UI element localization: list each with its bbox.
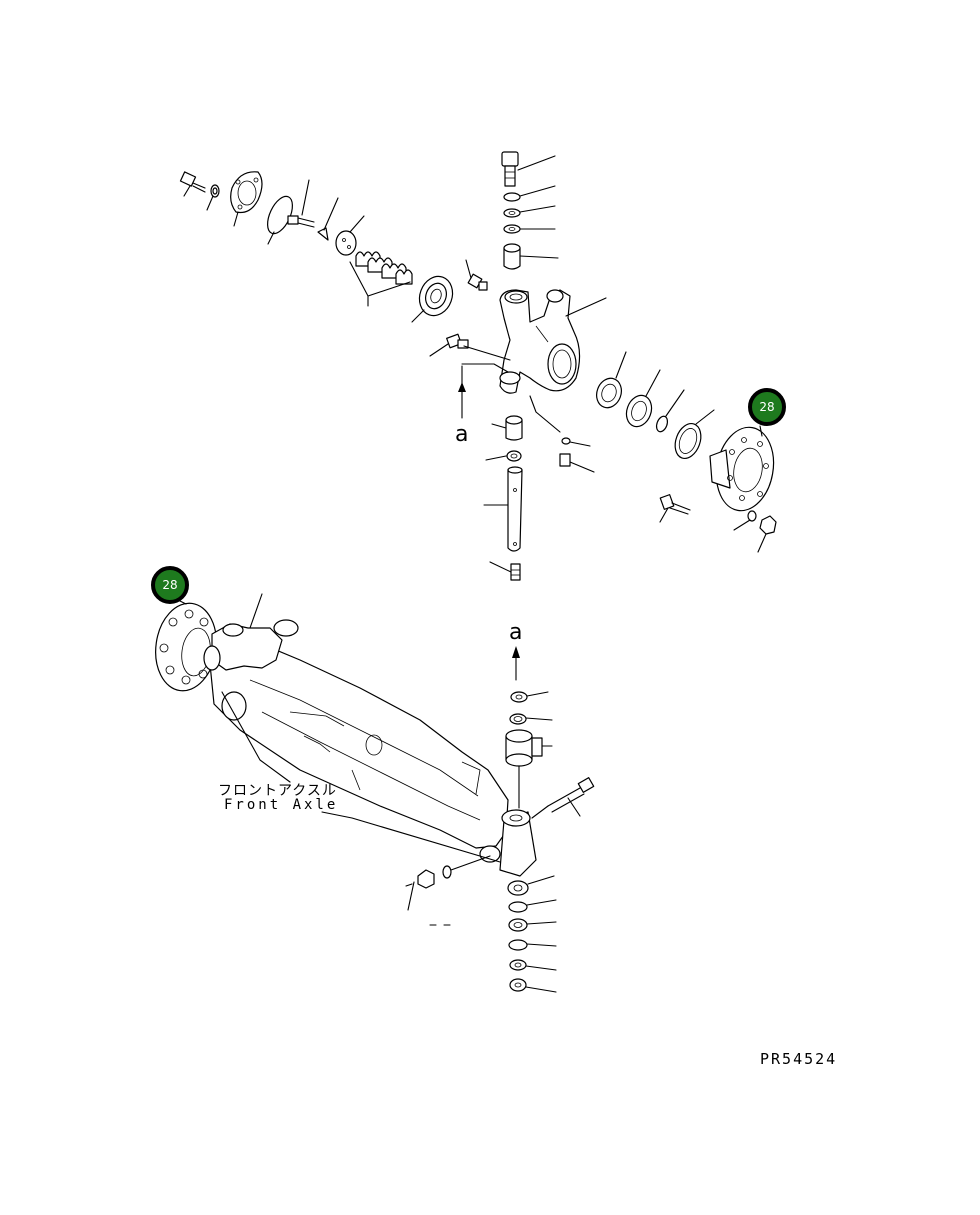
axle-knuckle-part	[203, 593, 299, 721]
cover-part	[230, 171, 263, 227]
pin-part	[317, 197, 339, 241]
lower-bushing-part	[485, 415, 523, 462]
grease-fitting-part	[465, 259, 488, 291]
upper-left-parts	[179, 171, 488, 323]
knuckle-group	[429, 151, 607, 581]
assembly-label-japanese: フロントアクスル	[218, 783, 337, 799]
king-pin-part	[483, 466, 523, 552]
o-ring-part	[655, 389, 685, 433]
callout-badge-upper[interactable]: 28	[748, 388, 786, 426]
hub-bearing-part	[596, 351, 627, 409]
view-marker-lower: a	[509, 620, 523, 645]
wheel-hub-part	[709, 426, 775, 512]
bearing-part	[411, 275, 454, 323]
assembly-label-english: Front Axle	[224, 797, 339, 813]
callout-leader-upper	[759, 425, 763, 437]
pivot-lower-parts	[507, 875, 557, 993]
upper-bushing-part	[503, 243, 559, 270]
callout-badge-lower[interactable]: 28	[151, 566, 189, 604]
retainer-ring-part	[674, 409, 715, 460]
bolt-part	[179, 171, 206, 197]
spacer-part	[335, 215, 365, 256]
drawing-number: PR54524	[760, 1050, 838, 1068]
pivot-upper-parts	[505, 691, 553, 809]
view-arrow-lower	[512, 646, 520, 681]
pivot-bolt-part	[531, 777, 595, 819]
front-axle-assembly	[155, 593, 595, 993]
king-pin-bolt-part	[501, 151, 556, 187]
upper-washers	[503, 185, 556, 234]
pivot-side-washer-nut	[405, 855, 491, 926]
hub-bolt-part	[659, 494, 691, 523]
steering-arm-fitting-part	[429, 333, 511, 373]
axle-beam-part	[209, 639, 509, 849]
hub-side-parts	[596, 351, 777, 553]
hub-seal-part	[625, 369, 661, 428]
screw-part	[287, 179, 315, 228]
axle-pivot-boss-part	[479, 809, 537, 877]
view-arrow-upper	[458, 365, 466, 419]
knuckle-side-fittings	[529, 395, 595, 473]
shim-stack-part	[349, 251, 413, 307]
steering-knuckle-part	[499, 289, 607, 394]
axle-hub-flange-part	[155, 602, 217, 692]
lower-fitting-part	[489, 561, 521, 581]
hub-washer-nut-part	[733, 510, 777, 553]
washer-part	[206, 184, 220, 211]
view-marker-upper: a	[455, 422, 469, 447]
